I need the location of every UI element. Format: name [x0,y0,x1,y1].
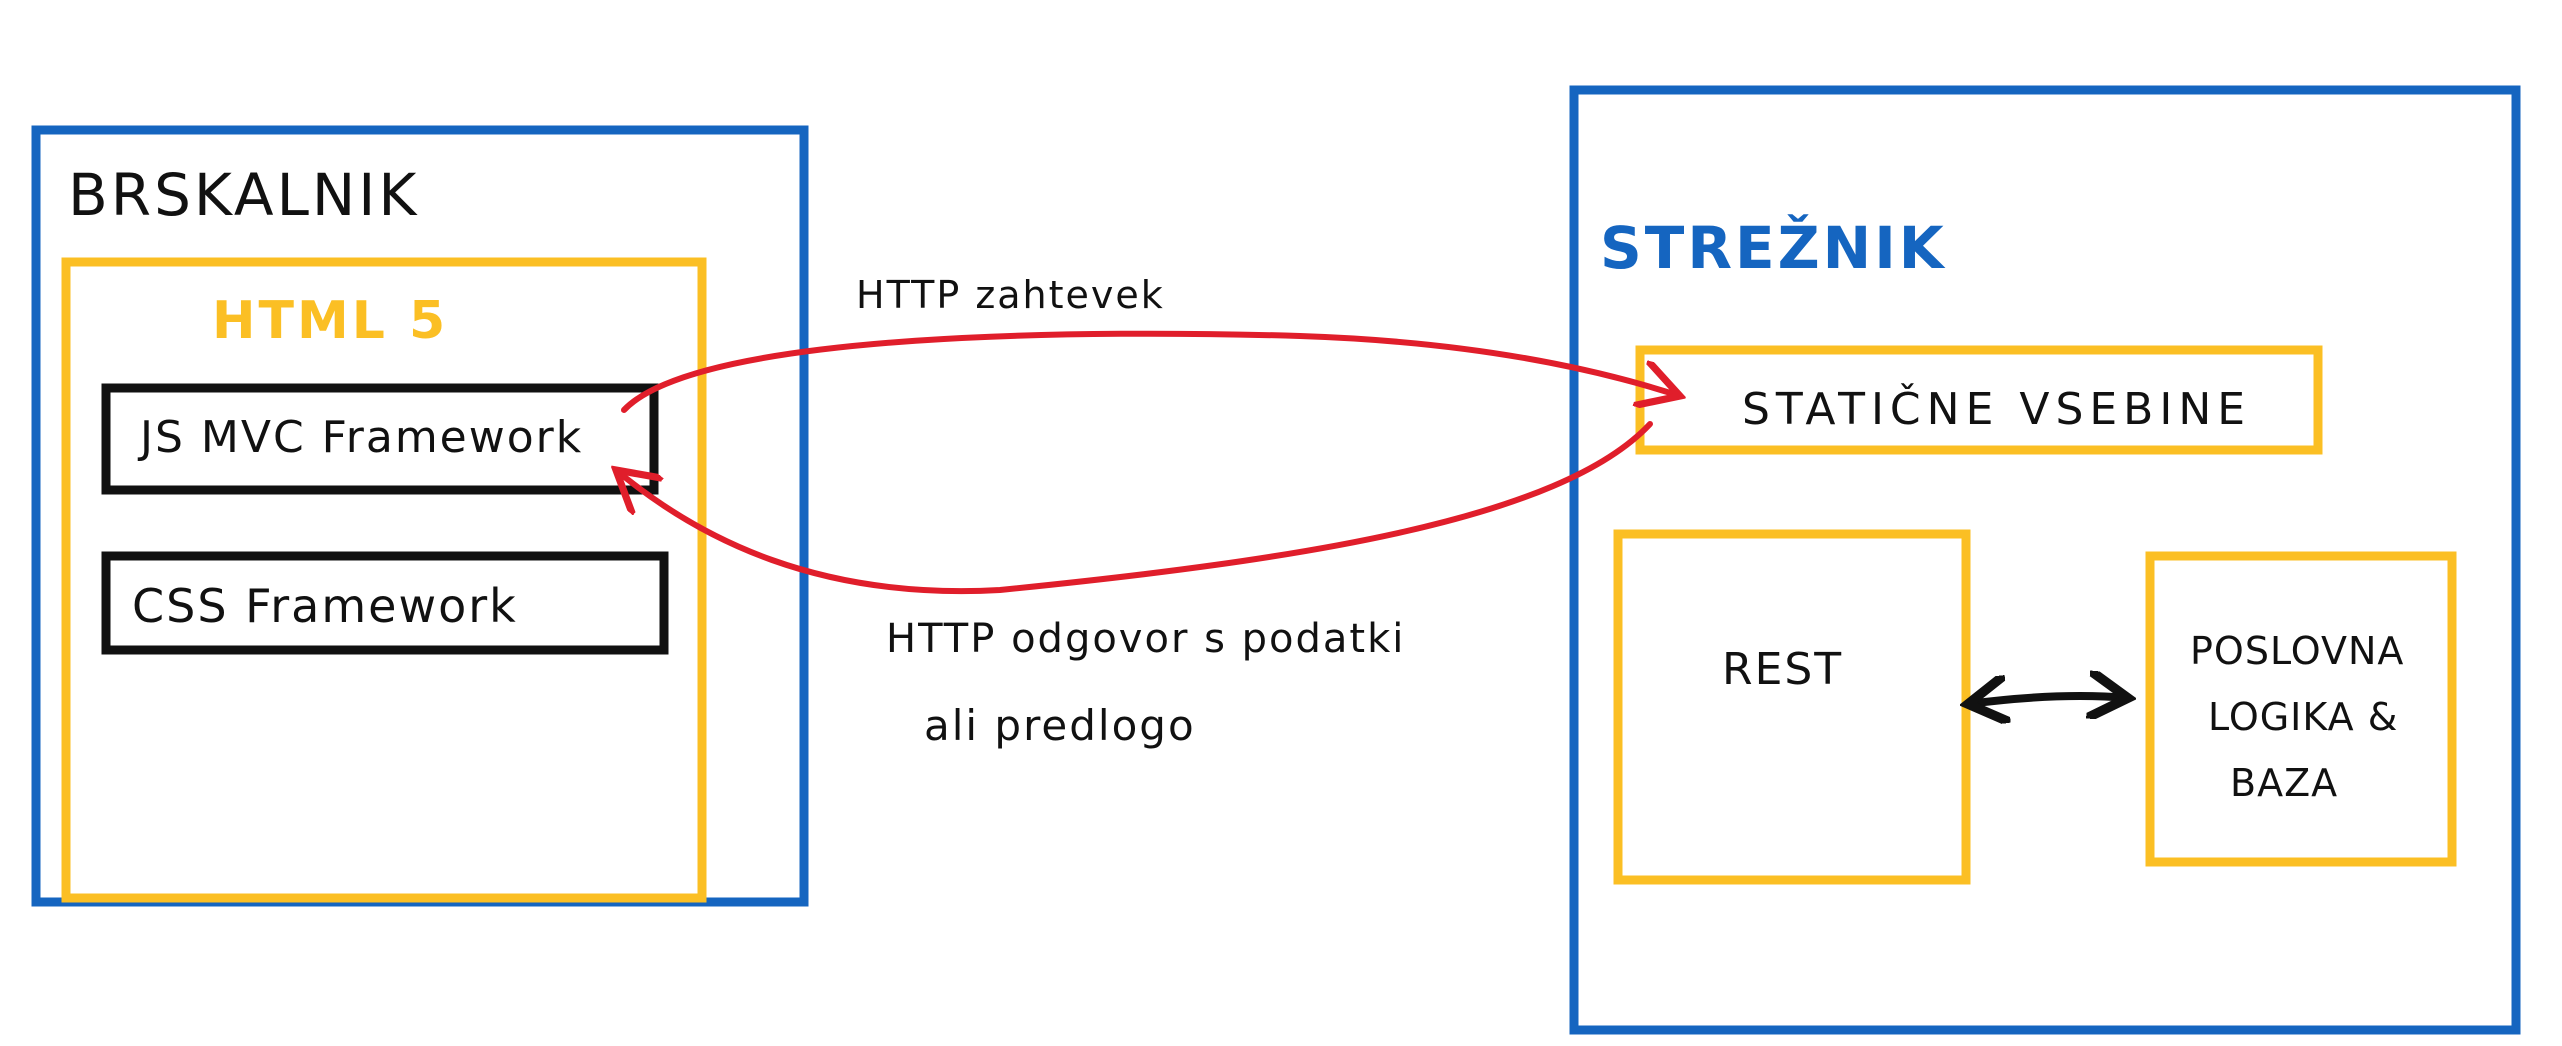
http-response-label-line-2: ali predlogo [924,701,1196,750]
rest-label: REST [1722,644,1843,695]
http-request-label: HTTP zahtevek [856,273,1165,317]
browser-box: BRSKALNIK [31,125,809,907]
rest-logic-double-arrow [1968,696,2128,704]
business-logic-box: POSLOVNA LOGIKA & BAZA [2145,551,2457,867]
http-request-arrow [621,330,1680,413]
browser-title: BRSKALNIK [68,161,419,229]
css-framework-label: CSS Framework [132,579,518,633]
html5-container: HTML 5 [61,257,707,903]
static-content-label: STATIČNE VSEBINE [1742,382,2251,435]
business-logic-line-2: LOGIKA & [2208,695,2398,739]
business-logic-line-1: POSLOVNA [2190,629,2404,673]
business-logic-line-3: BAZA [2230,761,2338,805]
rest-box: REST [1613,529,1971,885]
server-box: STREŽNIK [1569,85,2521,1035]
http-response-label-line-1: HTTP odgovor s podatki [886,616,1405,662]
html5-label: HTML 5 [212,291,448,351]
js-mvc-framework-box: JS MVC Framework [101,383,659,495]
js-mvc-framework-label: JS MVC Framework [137,412,583,463]
static-content-box: STATIČNE VSEBINE [1635,345,2323,455]
css-framework-box: CSS Framework [101,551,669,655]
http-response-arrow [616,421,1653,595]
server-title: STREŽNIK [1600,213,1947,282]
